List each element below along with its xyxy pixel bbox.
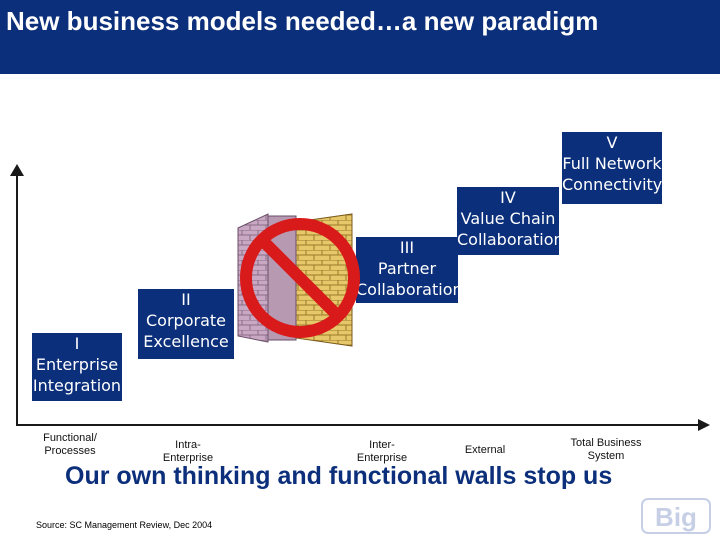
no-sign-ring <box>240 218 360 338</box>
brick-wall-graphic <box>237 213 360 347</box>
x-label-2: Intra- Enterprise <box>162 439 214 464</box>
y-axis <box>16 172 18 426</box>
stage-box-2: II Corporate Excellence <box>138 289 234 359</box>
stage-box-4: IV Value Chain Collaboration <box>457 187 559 255</box>
stage-line2: Collaboration <box>356 280 458 299</box>
no-sign-slash <box>257 235 343 321</box>
stage-line1: Value Chain <box>460 209 556 228</box>
stage-line1: Corporate <box>146 311 226 330</box>
stage-line1: Enterprise <box>35 355 119 374</box>
header-bar: New business models needed…a new paradig… <box>0 0 720 74</box>
stage-line2: Connectivity <box>562 175 662 194</box>
x-label-3: Inter- Enterprise <box>356 439 408 464</box>
stage-numeral: III <box>399 238 415 257</box>
company-logo-icon: Big <box>641 498 711 534</box>
bottom-statement: Our own thinking and functional walls st… <box>65 462 613 490</box>
stage-numeral: I <box>74 334 80 353</box>
x-label-1: Functional/ Processes <box>43 432 97 457</box>
svg-text:Big: Big <box>655 502 697 532</box>
stage-line1: Partner <box>377 259 437 278</box>
x-axis-arrow-icon <box>698 419 710 431</box>
stage-line2: Collaboration <box>457 230 559 249</box>
stage-line2: Integration <box>32 376 122 395</box>
stage-box-3: III Partner Collaboration <box>356 237 458 303</box>
stage-box-1: I Enterprise Integration <box>32 333 122 401</box>
stage-line2: Excellence <box>143 332 229 351</box>
y-axis-arrow-icon <box>10 164 24 176</box>
source-note: Source: SC Management Review, Dec 2004 <box>36 520 213 530</box>
stage-line1: Full Network <box>562 154 662 173</box>
x-label-5: Total Business System <box>570 437 642 462</box>
x-axis <box>16 424 700 426</box>
x-label-4: External <box>464 444 506 456</box>
stage-numeral: IV <box>500 188 516 207</box>
slide-title: New business models needed…a new paradig… <box>6 6 599 36</box>
stage-box-5: V Full Network Connectivity <box>562 132 662 204</box>
stage-numeral: V <box>606 133 618 152</box>
stage-numeral: II <box>181 290 191 309</box>
